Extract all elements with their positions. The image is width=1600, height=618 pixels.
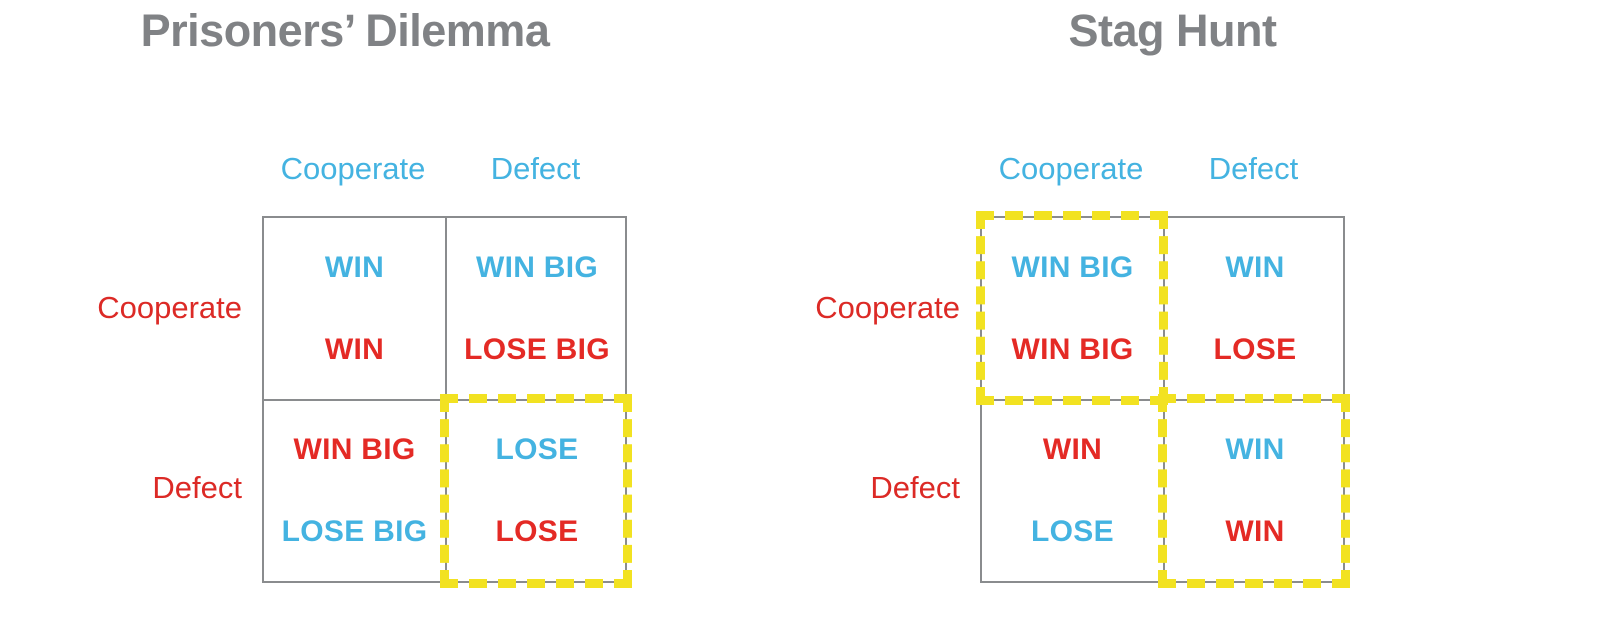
table-row[interactable]: WIN LOSE <box>982 401 1163 581</box>
payoff-top-value: WIN BIG <box>1011 250 1134 284</box>
game-stag-hunt: Stag Hunt Cooperate Defect Cooperate Def… <box>760 0 1600 618</box>
column-header-defect: Defect <box>1208 151 1299 186</box>
table-row[interactable]: WIN BIG LOSE BIG <box>264 401 445 581</box>
payoff-matrix-prisoners-dilemma: WIN WIN WIN BIG LOSE BIG WIN BIG LOSE BI… <box>262 216 627 583</box>
column-header-cooperate: Cooperate <box>998 151 1144 186</box>
table-row[interactable]: WIN LOSE <box>1165 218 1345 399</box>
payoff-bottom-value: LOSE <box>1031 515 1114 548</box>
payoff-top-value: WIN BIG <box>475 250 599 284</box>
page-title-stag-hunt: Stag Hunt <box>1068 5 1277 56</box>
row-label-cooperate: Cooperate <box>97 290 242 325</box>
payoff-top-value: WIN <box>1225 250 1285 284</box>
payoff-matrix-stag-hunt: WIN BIG WIN BIG WIN LOSE WIN LOSE WIN WI… <box>980 216 1345 583</box>
table-row[interactable]: WIN WIN <box>1165 401 1345 581</box>
payoff-top-value: WIN <box>324 250 385 284</box>
payoff-bottom-value: LOSE <box>495 515 579 548</box>
table-row[interactable]: LOSE LOSE <box>447 401 627 581</box>
row-label-cooperate: Cooperate <box>815 290 960 325</box>
payoff-bottom-value: LOSE <box>1213 332 1297 366</box>
page-title-prisoners-dilemma: Prisoners’ Dilemma <box>140 5 550 56</box>
row-label-defect: Defect <box>870 470 960 505</box>
table-row[interactable]: WIN WIN <box>264 218 445 399</box>
payoff-top-value: WIN <box>1225 433 1285 466</box>
row-label-defect: Defect <box>152 470 242 505</box>
table-row[interactable]: WIN BIG LOSE BIG <box>447 218 627 399</box>
payoff-bottom-value: WIN <box>1225 515 1285 548</box>
payoff-bottom-value: LOSE BIG <box>464 332 610 366</box>
column-header-cooperate: Cooperate <box>280 151 426 186</box>
payoff-top-value: WIN BIG <box>293 433 416 466</box>
payoff-top-value: WIN <box>1042 433 1103 466</box>
game-prisoners-dilemma: Prisoners’ Dilemma Cooperate Defect Coop… <box>0 0 760 618</box>
payoff-bottom-value: LOSE BIG <box>281 515 428 548</box>
column-header-defect: Defect <box>490 151 581 186</box>
table-row[interactable]: WIN BIG WIN BIG <box>982 218 1163 399</box>
payoff-bottom-value: WIN BIG <box>1011 332 1134 366</box>
payoff-bottom-value: WIN <box>324 332 385 366</box>
payoff-top-value: LOSE <box>495 433 579 466</box>
